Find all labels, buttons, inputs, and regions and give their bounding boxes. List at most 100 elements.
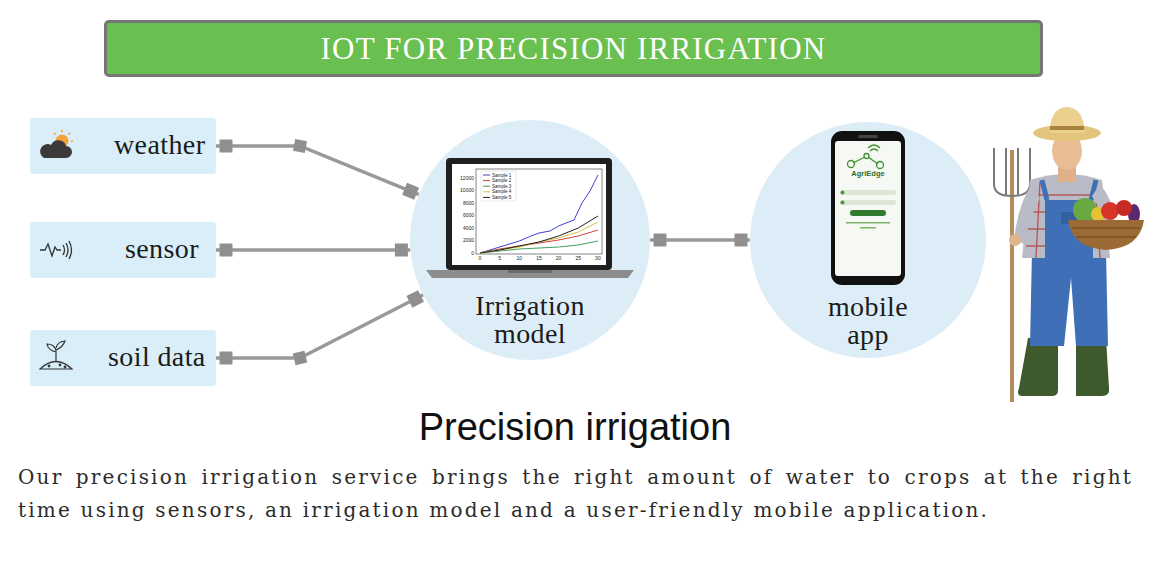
laptop bbox=[480, 241, 598, 253]
weather-icon bbox=[61, 130, 63, 132]
connector-joint bbox=[220, 244, 233, 257]
phone bbox=[840, 190, 896, 195]
farmer-figure bbox=[1018, 338, 1058, 396]
node-label: Irrigation model bbox=[445, 292, 615, 348]
laptop bbox=[452, 164, 606, 265]
connector-line bbox=[216, 295, 423, 358]
laptop bbox=[480, 216, 598, 253]
axis-tick: 2000 bbox=[463, 238, 474, 243]
axis-tick: 25 bbox=[575, 256, 581, 261]
vegetable-basket bbox=[1072, 228, 1140, 237]
connector-joint bbox=[293, 139, 307, 153]
connector bbox=[216, 290, 424, 365]
phone bbox=[841, 201, 845, 205]
laptop bbox=[483, 180, 490, 181]
axis-tick: 15 bbox=[536, 256, 542, 261]
connector-joint bbox=[735, 234, 748, 247]
vegetable-basket bbox=[1116, 200, 1132, 216]
axis-tick: 6000 bbox=[463, 213, 474, 218]
title-band: IOT FOR PRECISION IRRIGATION bbox=[104, 20, 1043, 77]
laptop bbox=[483, 191, 490, 192]
axis-tick: 0 bbox=[479, 256, 482, 261]
farmer-figure bbox=[1049, 107, 1085, 133]
axis-tick: 10000 bbox=[460, 188, 474, 193]
laptop bbox=[476, 169, 602, 254]
input-box: soil data bbox=[30, 330, 216, 386]
phone bbox=[850, 210, 886, 216]
laptop bbox=[483, 186, 490, 187]
caption-text: Our precision irrigation service brings … bbox=[18, 461, 1133, 527]
weather-icon bbox=[54, 133, 56, 135]
node-label: weather bbox=[114, 129, 205, 161]
legend-text: Sample 1 bbox=[492, 173, 511, 178]
axis-tick: 20 bbox=[556, 256, 562, 261]
phone bbox=[860, 227, 876, 229]
section-heading: Precision irrigation bbox=[419, 408, 732, 446]
phone bbox=[877, 162, 884, 169]
phone bbox=[858, 135, 878, 138]
phone bbox=[840, 200, 896, 205]
farmer-figure bbox=[1076, 338, 1109, 396]
laptop bbox=[480, 175, 598, 253]
weather-icon bbox=[69, 133, 71, 135]
phone bbox=[868, 145, 880, 151]
phone bbox=[848, 145, 884, 169]
legend-text: Sample 3 bbox=[492, 184, 511, 189]
farmer-figure bbox=[1030, 250, 1108, 346]
phone bbox=[835, 141, 901, 276]
connector-joint bbox=[293, 351, 307, 365]
phone bbox=[831, 131, 905, 285]
farmer-figure bbox=[1009, 234, 1021, 246]
laptop bbox=[483, 175, 490, 176]
connector-joint bbox=[395, 244, 408, 257]
connector-line bbox=[216, 146, 419, 195]
legend-text: Sample 4 bbox=[492, 189, 511, 194]
connector-joint bbox=[654, 234, 667, 247]
connector bbox=[216, 244, 410, 257]
laptop bbox=[481, 171, 516, 201]
pitchfork bbox=[1010, 150, 1014, 402]
axis-tick: 4000 bbox=[463, 226, 474, 231]
vegetable-basket bbox=[1068, 198, 1144, 250]
laptop bbox=[483, 197, 490, 198]
laptop bbox=[426, 270, 634, 278]
laptop bbox=[480, 175, 598, 253]
phone bbox=[841, 191, 845, 195]
weather-icon bbox=[71, 140, 73, 142]
phone bbox=[864, 154, 869, 159]
phone bbox=[831, 131, 905, 285]
connector-joint bbox=[220, 352, 233, 365]
axis-tick: 10 bbox=[517, 256, 523, 261]
laptop bbox=[508, 270, 552, 273]
connector-joint bbox=[220, 140, 233, 153]
title-text: IOT FOR PRECISION IRRIGATION bbox=[321, 31, 827, 67]
node-label: soil data bbox=[108, 341, 206, 373]
farmer-figure bbox=[1009, 107, 1114, 396]
connector-joint bbox=[402, 183, 419, 200]
node-label: sensor bbox=[125, 233, 199, 265]
farmer-figure bbox=[1042, 180, 1047, 200]
legend-text: Sample 2 bbox=[492, 178, 511, 183]
laptop bbox=[446, 158, 612, 270]
laptop bbox=[426, 158, 634, 278]
phone bbox=[846, 222, 890, 224]
axis-tick: 5 bbox=[498, 256, 501, 261]
connector bbox=[650, 234, 750, 247]
farmer-figure bbox=[1050, 126, 1084, 130]
app-name: AgriEdge bbox=[851, 170, 884, 178]
vegetable-basket bbox=[1068, 220, 1144, 250]
pitchfork bbox=[994, 148, 1030, 196]
node-label: mobile app bbox=[813, 293, 923, 349]
connector-line bbox=[216, 248, 410, 252]
axis-tick: 12000 bbox=[460, 176, 474, 181]
phone bbox=[848, 161, 855, 168]
connector bbox=[216, 139, 419, 200]
legend-text: Sample 5 bbox=[492, 195, 511, 200]
laptop bbox=[483, 175, 490, 197]
axis-tick: 0 bbox=[471, 251, 474, 256]
phone bbox=[853, 157, 865, 163]
vegetable-basket bbox=[1101, 202, 1119, 220]
axis-tick: 8000 bbox=[463, 201, 474, 206]
